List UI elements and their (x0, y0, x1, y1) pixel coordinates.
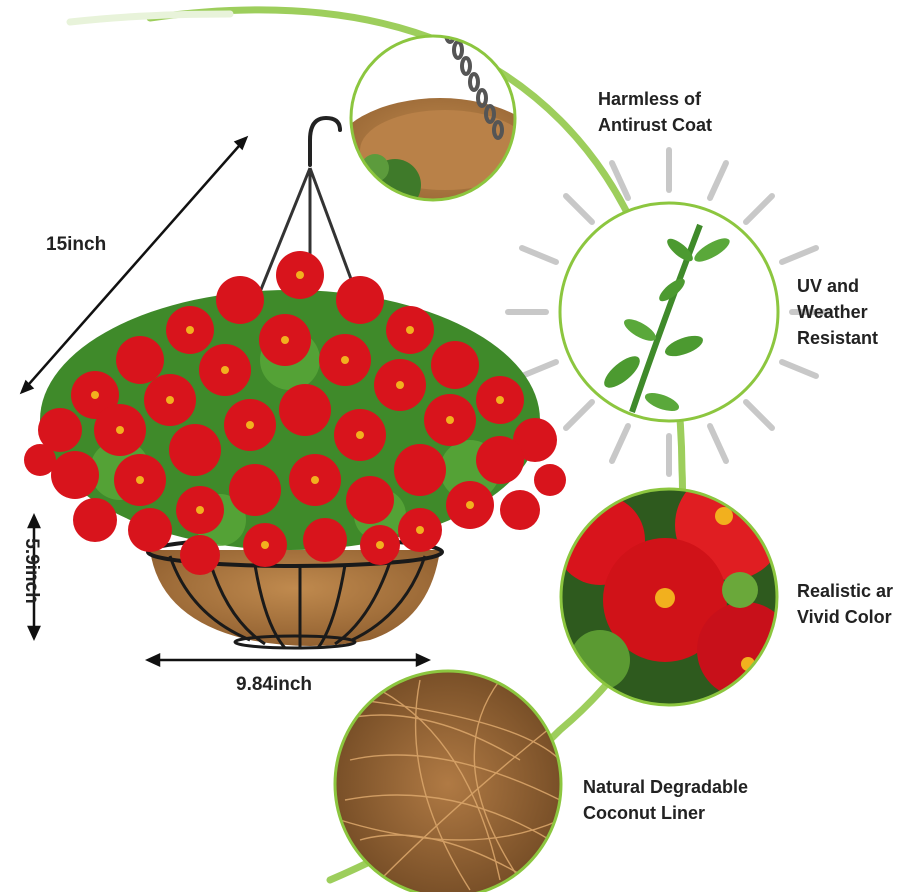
color-detail-circle (559, 487, 779, 707)
color-line-1: Realistic ar (797, 581, 894, 601)
uv-detail-circle (558, 201, 780, 423)
liner-line-2: Coconut Liner (583, 803, 705, 823)
feature-label-antirust: Harmless of Antirust Coat (598, 86, 712, 138)
antirust-line-2: Antirust Coat (598, 115, 712, 135)
color-line-2: Vivid Color (797, 607, 892, 627)
liner-line-1: Natural Degradable (583, 777, 749, 797)
dimension-arrows (19, 135, 432, 667)
feature-label-uv: UV and Weather Resistant (797, 273, 878, 351)
feature-label-liner: Natural Degradable Coconut Liner (583, 774, 748, 826)
uv-line-2: Weather (797, 302, 868, 322)
antirust-detail-circle (349, 34, 517, 202)
hanging-basket (24, 115, 566, 650)
dimension-height-label: 5.9inch (21, 538, 42, 604)
uv-line-1: UV and (797, 276, 860, 296)
red-petunias (24, 251, 566, 575)
dimension-width-label: 15inch (46, 234, 107, 255)
liner-detail-circle (333, 669, 563, 892)
sun-rays (505, 147, 833, 477)
uv-line-3: Resistant (797, 328, 879, 348)
dimension-bottom-label: 9.84inch (236, 674, 313, 695)
feature-label-color: Realistic ar Vivid Color (797, 578, 893, 630)
antirust-line-1: Harmless of (598, 89, 702, 109)
